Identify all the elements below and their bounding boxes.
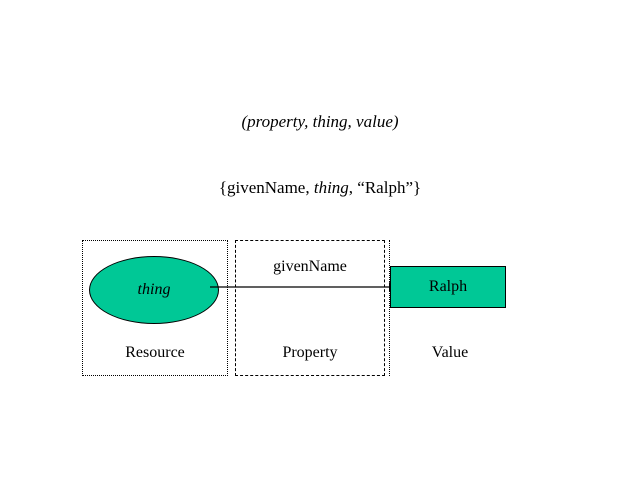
triple-separator-1: , — [305, 178, 314, 197]
caption-value: Value — [431, 344, 469, 361]
triple-separator-2: , — [348, 178, 358, 197]
triple-part-givenname: givenName — [226, 178, 306, 197]
region-value-divider — [389, 240, 390, 376]
triple-open-brace: { — [218, 178, 227, 197]
node-object-ralph[interactable]: Ralph — [390, 266, 506, 308]
node-subject-thing[interactable]: thing — [89, 256, 219, 324]
edge-label-givenname: givenName — [273, 258, 347, 275]
tuple-separator-1: , — [304, 112, 313, 131]
triple-part-ralph: “Ralph” — [357, 178, 413, 197]
node-subject-label: thing — [137, 281, 171, 298]
tuple-part-thing: thing — [312, 112, 348, 131]
region-resource — [82, 240, 228, 376]
tuple-open-paren: ( — [241, 112, 248, 131]
tuple-separator-2: , — [347, 112, 357, 131]
tuple-close-paren: ) — [392, 112, 399, 131]
tuple-part-value: value — [356, 112, 393, 131]
caption-resource: Resource — [125, 344, 185, 361]
triple-part-thing: thing — [313, 178, 349, 197]
triple-formula: {givenName, thing, “Ralph”} — [0, 178, 640, 198]
caption-property: Property — [282, 344, 338, 361]
region-property — [235, 240, 385, 376]
tuple-part-property: property — [247, 112, 305, 131]
node-object-label: Ralph — [428, 278, 468, 295]
triple-close-brace: } — [413, 178, 422, 197]
edge-arrow — [210, 282, 400, 292]
tuple-formula: (property, thing, value) — [0, 112, 640, 132]
